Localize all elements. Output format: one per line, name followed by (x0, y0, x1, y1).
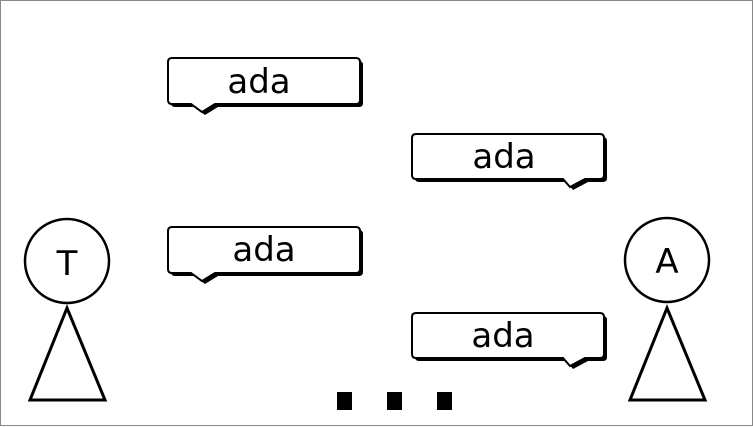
figure-left-head (23, 217, 111, 305)
ellipsis (337, 392, 452, 410)
speech-bubble-3-text: ada (232, 230, 295, 270)
ellipsis-dot-3 (437, 392, 452, 410)
speech-bubble-4-text: ada (471, 316, 534, 356)
ellipsis-dot-1 (337, 392, 352, 410)
speech-bubble-3: ada (167, 226, 363, 284)
figure-right-head (623, 216, 711, 304)
ellipsis-dot-2 (387, 392, 402, 410)
figure-right-label: A (655, 242, 678, 282)
speech-bubble-2-text: ada (472, 137, 535, 177)
speech-bubble-2: ada (411, 133, 607, 190)
figure-left-body (27, 304, 108, 402)
figure-left-label: T (56, 244, 78, 284)
figure-right: A (623, 216, 711, 402)
figure-left: T (23, 217, 111, 402)
speech-bubble-1-text: ada (227, 62, 290, 102)
speech-bubble-1: ada (167, 57, 363, 115)
speech-bubble-4: ada (411, 312, 607, 369)
figure-right-body (627, 304, 708, 402)
